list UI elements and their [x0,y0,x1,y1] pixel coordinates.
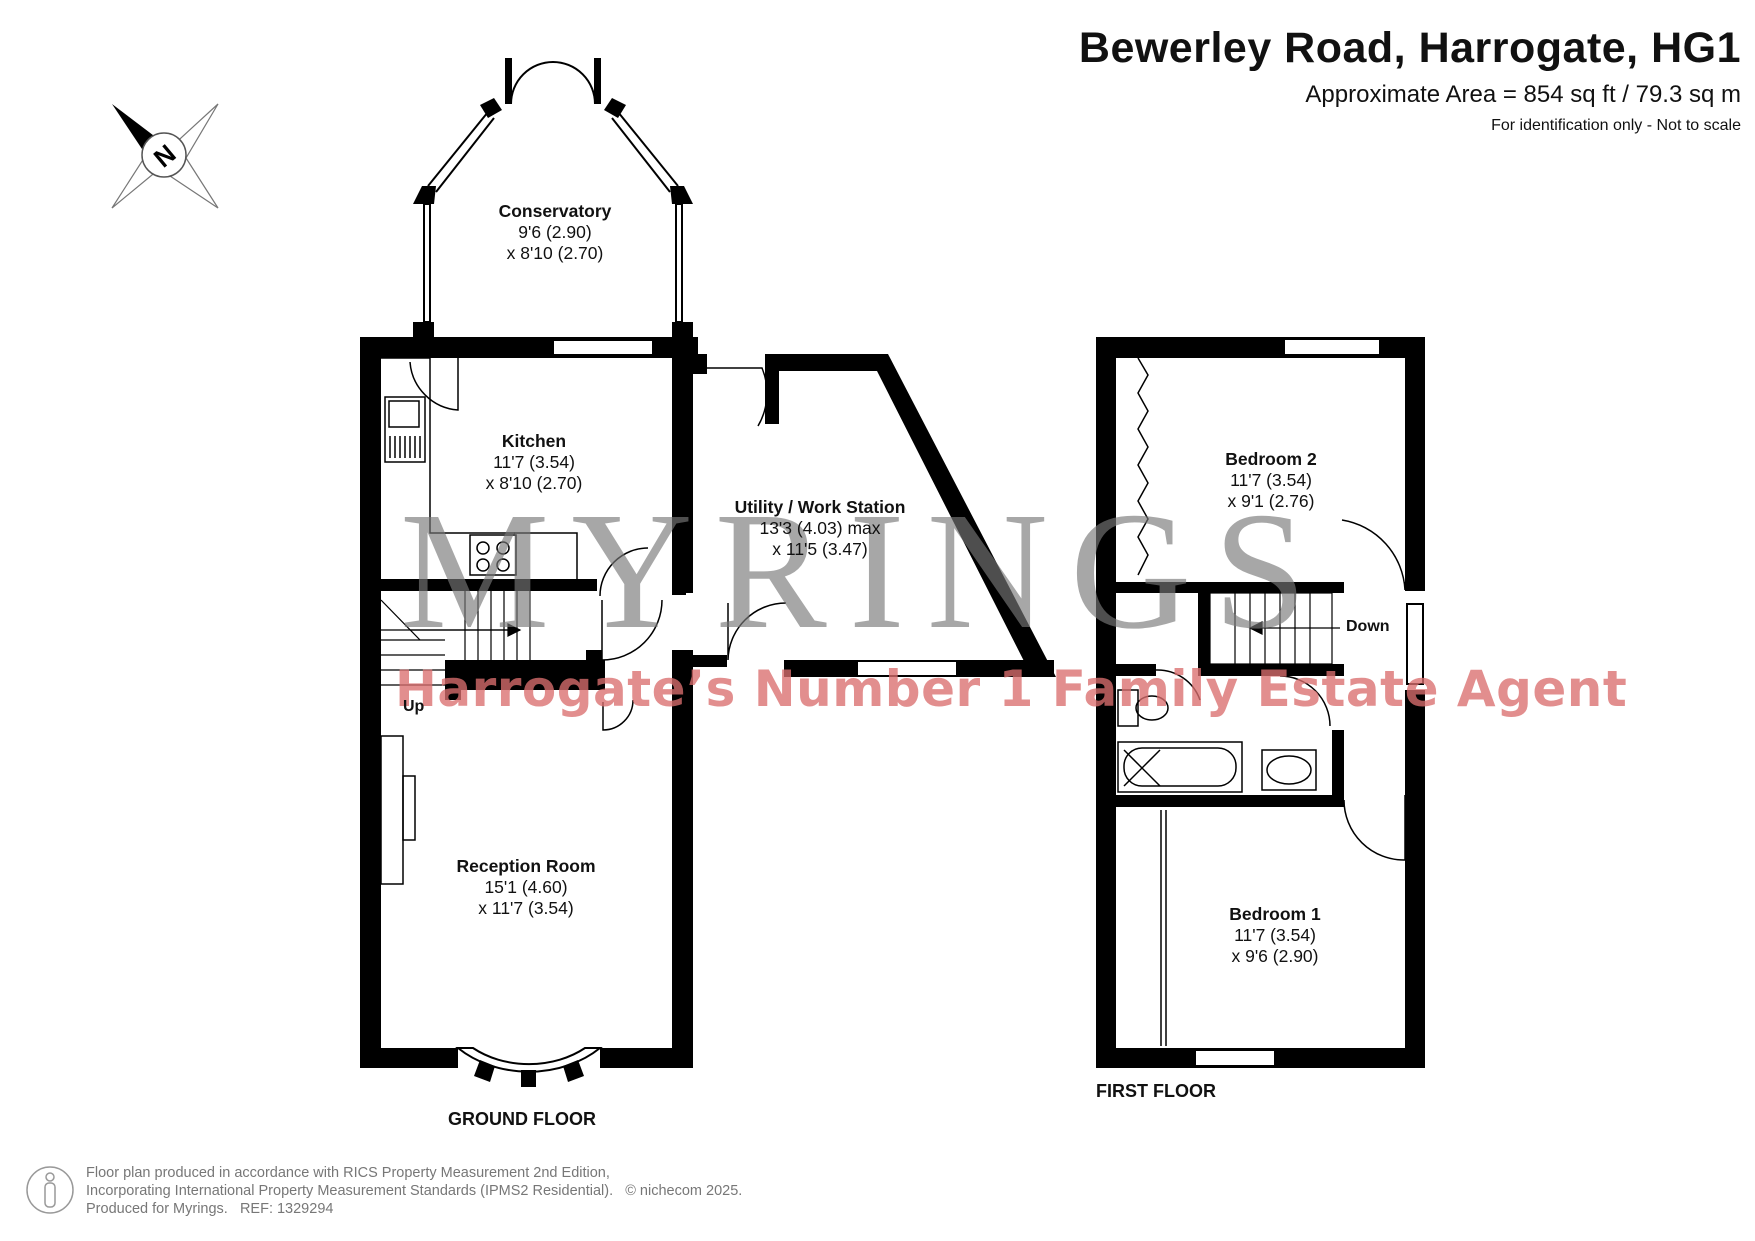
scale-disclaimer: For identification only - Not to scale [1491,117,1741,134]
room-dim-1: 11'7 (3.54) [1234,925,1316,945]
footer-copyright: © nichecom 2025. [625,1183,743,1199]
room-name: Kitchen [501,431,567,451]
compass-icon: N [111,103,219,209]
property-title: Bewerley Road, Harrogate, HG1 [1078,24,1741,72]
first-floor-label: FIRST FLOOR [1096,1081,1216,1101]
fireplace [380,735,416,885]
room-label-bedroom-2: Bedroom 2 11'7 (3.54) x 9'1 (2.76) [1181,449,1361,512]
room-name: Bedroom 2 [1225,449,1317,469]
first-stairs [1209,592,1340,665]
room-dim-1: 9'6 (2.90) [518,222,592,242]
room-label-conservatory: Conservatory 9'6 (2.90) x 8'10 (2.70) [465,201,645,264]
room-label-reception: Reception Room 15'1 (4.60) x 11'7 (3.54) [426,856,626,919]
stairs-up-label: Up [403,698,425,715]
title-block: Bewerley Road, Harrogate, HG1 Approximat… [1079,24,1741,135]
footer-credits: Floor plan produced in accordance with R… [86,1164,742,1218]
watermark-brand: MYRINGS [400,478,1329,664]
room-dim-1: 11'7 (3.54) [1230,470,1312,490]
room-dim-2: x 11'7 (3.54) [478,898,574,918]
footer-line-3: Produced for Myrings. [86,1201,228,1217]
room-dim-1: 13'3 (4.03) max [759,518,881,538]
approximate-area: Approximate Area = 854 sq ft / 79.3 sq m [1305,81,1741,108]
reception-bay-window [455,1047,603,1087]
watermark-tagline: Harrogate’s Number 1 Family Estate Agent [395,660,1628,718]
room-dim-1: 15'1 (4.60) [484,877,568,897]
room-dim-1: 11'7 (3.54) [493,452,575,472]
room-dim-2: x 9'6 (2.90) [1231,946,1319,966]
kitchen-fittings [381,357,578,579]
conservatory-walls [413,58,693,340]
ground-stairs [380,591,531,686]
room-dim-2: x 9'1 (2.76) [1227,491,1315,511]
footer-ref: REF: 1329294 [239,1201,334,1217]
room-dim-2: x 11'5 (3.47) [772,539,868,559]
ground-floor-walls [360,337,1056,1068]
footer-line-2: Incorporating International Property Mea… [86,1183,614,1199]
room-name: Utility / Work Station [734,497,906,517]
first-floor-plan [1096,337,1425,1068]
footer-line-1: Floor plan produced in accordance with R… [86,1165,610,1181]
room-name: Bedroom 1 [1229,904,1321,924]
room-name: Conservatory [498,201,612,221]
room-name: Reception Room [456,856,596,876]
stairs-down-label: Down [1346,618,1390,635]
room-label-bedroom-1: Bedroom 1 11'7 (3.54) x 9'6 (2.90) [1185,904,1365,967]
ground-floor-plan [360,58,1056,1087]
bathroom-fittings [1117,689,1317,793]
room-label-utility: Utility / Work Station 13'3 (4.03) max x… [710,497,930,560]
room-dim-2: x 8'10 (2.70) [506,243,604,263]
ground-floor-label: GROUND FLOOR [448,1109,596,1129]
room-label-kitchen: Kitchen 11'7 (3.54) x 8'10 (2.70) [444,431,624,494]
room-dim-2: x 8'10 (2.70) [485,473,583,493]
person-icon [26,1166,74,1214]
